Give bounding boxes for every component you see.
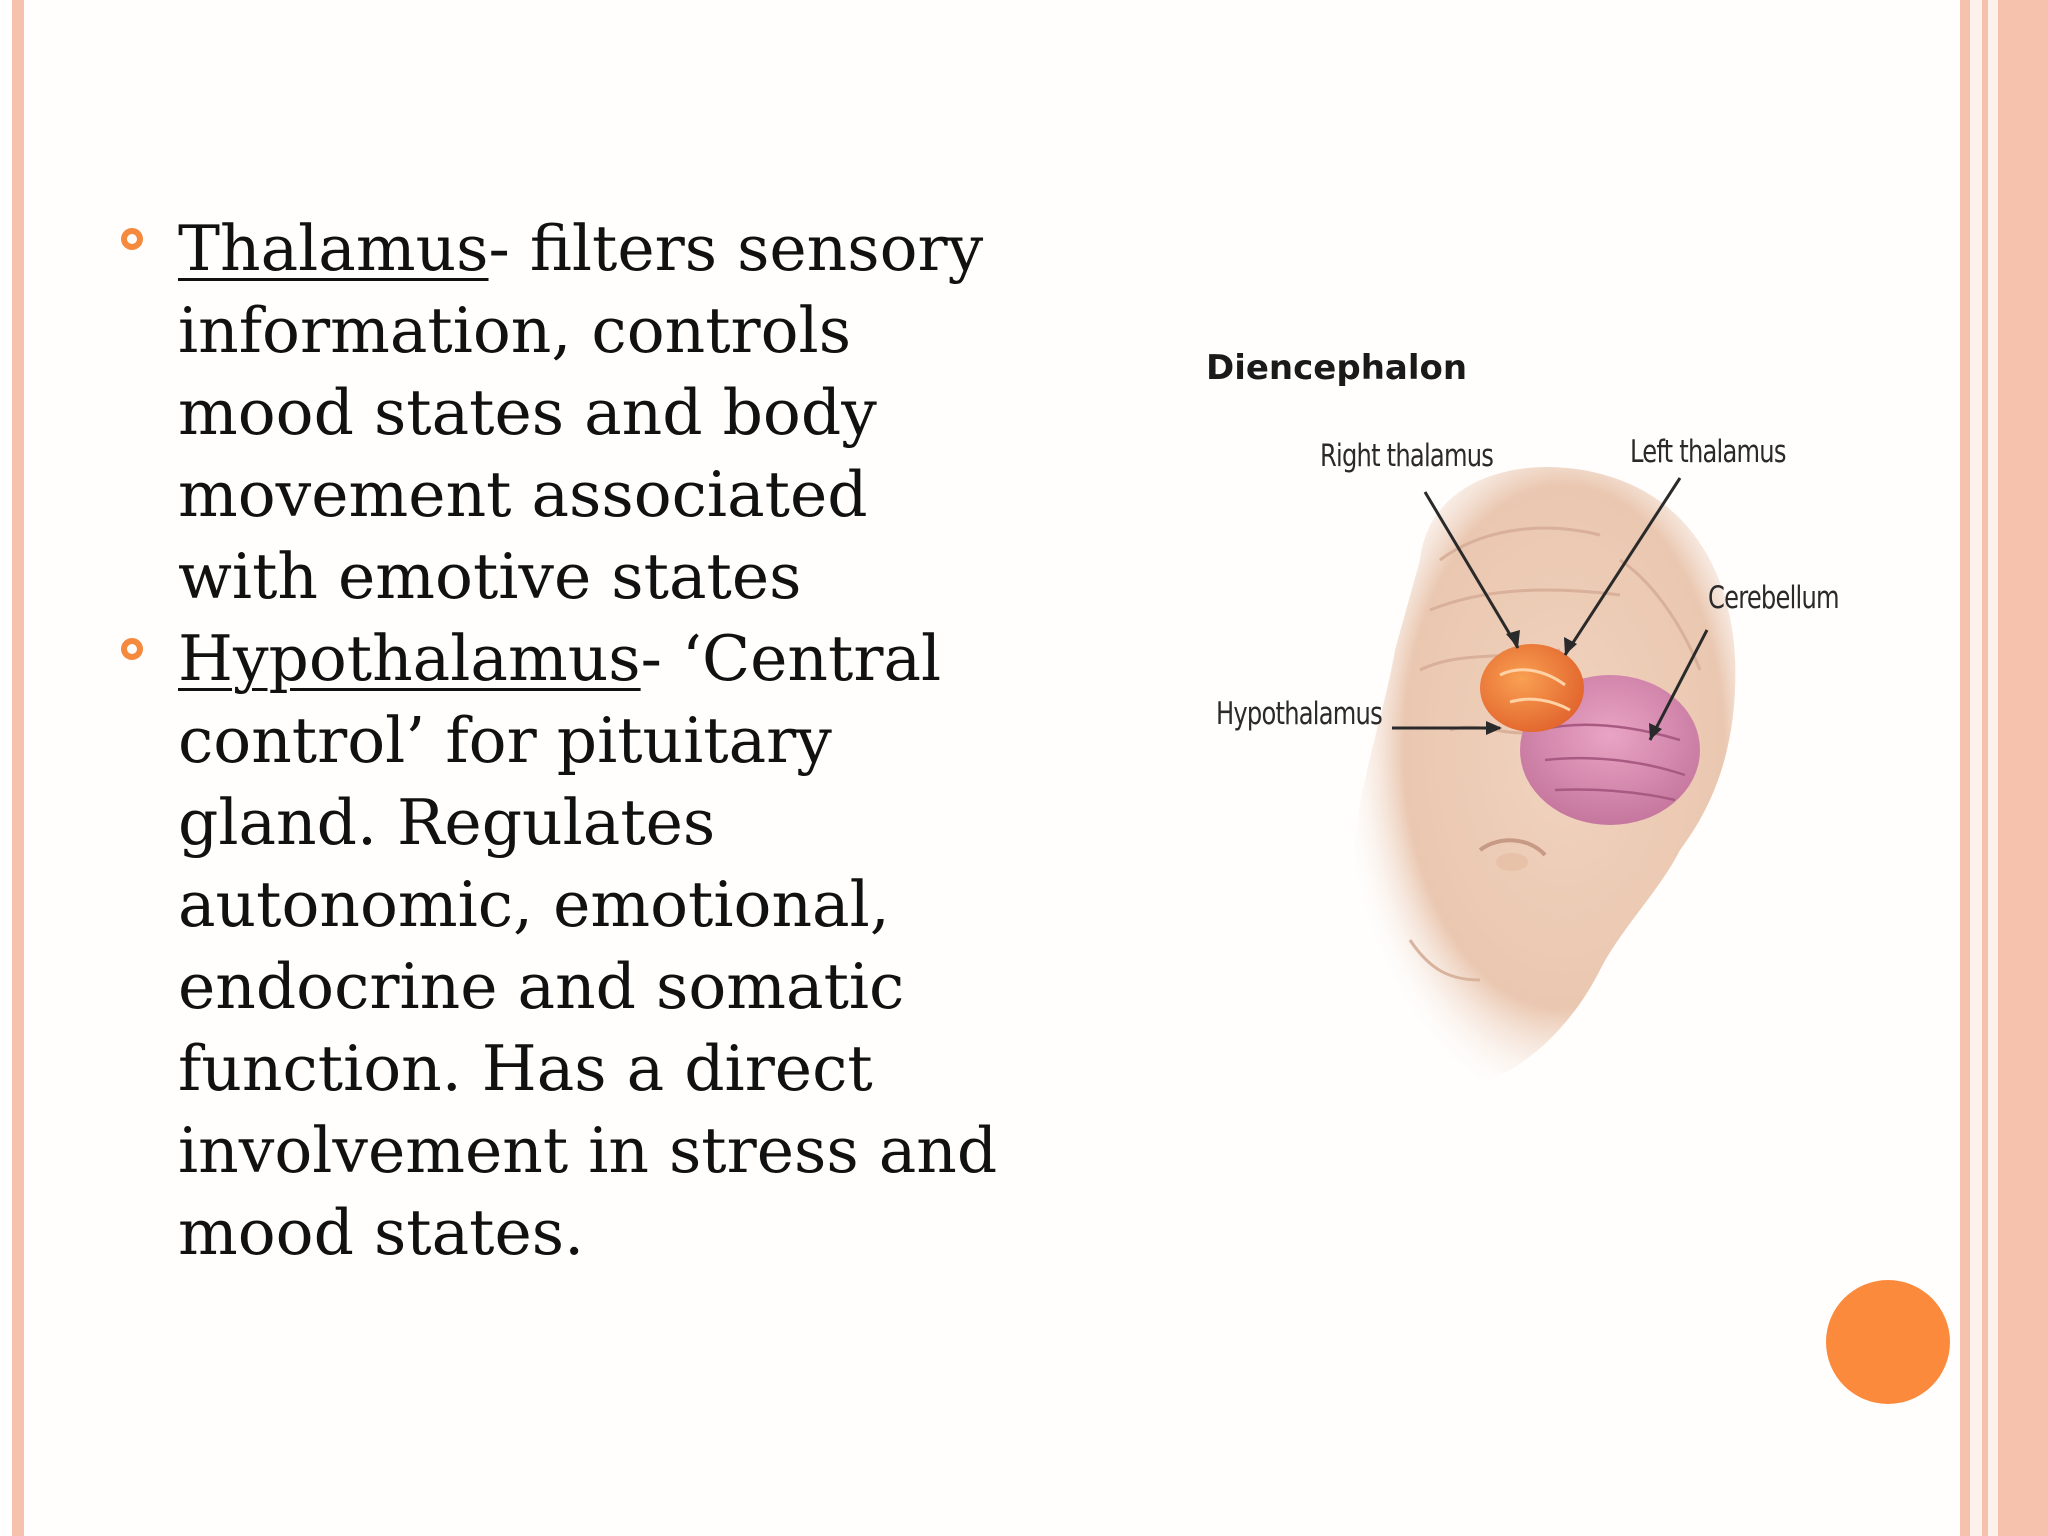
bullet-hypothalamus: Hypothalamus- ‘Central control’ for pitu… bbox=[118, 618, 1018, 1274]
bullet-list: Thalamus- filters sensory information, c… bbox=[118, 208, 1018, 1274]
term-hypothalamus: Hypothalamus bbox=[178, 622, 641, 695]
right-border-gap bbox=[1988, 0, 1998, 1536]
left-border-bar bbox=[12, 0, 24, 1536]
bullet-circle-icon bbox=[121, 228, 143, 250]
bullet-circle-icon bbox=[121, 638, 143, 660]
diencephalon-figure: Diencephalon Right thalamus Left thalamu… bbox=[1180, 330, 1880, 1130]
term-thalamus: Thalamus bbox=[178, 212, 489, 285]
bullet-thalamus: Thalamus- filters sensory information, c… bbox=[118, 208, 1018, 618]
right-border-bar-wide bbox=[1998, 0, 2048, 1536]
label-right-thalamus: Right thalamus bbox=[1320, 438, 1494, 474]
right-border-bar bbox=[1960, 0, 1970, 1536]
right-border-gap bbox=[1970, 0, 1982, 1536]
brain-illustration bbox=[1354, 466, 1736, 1090]
label-left-thalamus: Left thalamus bbox=[1630, 434, 1786, 470]
figure-title: Diencephalon bbox=[1206, 348, 1468, 388]
bullet-text: - ‘Central control’ for pituitary gland.… bbox=[178, 622, 998, 1269]
label-hypothalamus: Hypothalamus bbox=[1216, 696, 1383, 732]
right-border-bar-thin bbox=[1982, 0, 1988, 1536]
decorative-orange-circle bbox=[1826, 1280, 1950, 1404]
thalamus-shape bbox=[1480, 644, 1584, 732]
bullet-text: - filters sensory information, controls … bbox=[178, 212, 984, 613]
label-cerebellum: Cerebellum bbox=[1708, 580, 1840, 616]
